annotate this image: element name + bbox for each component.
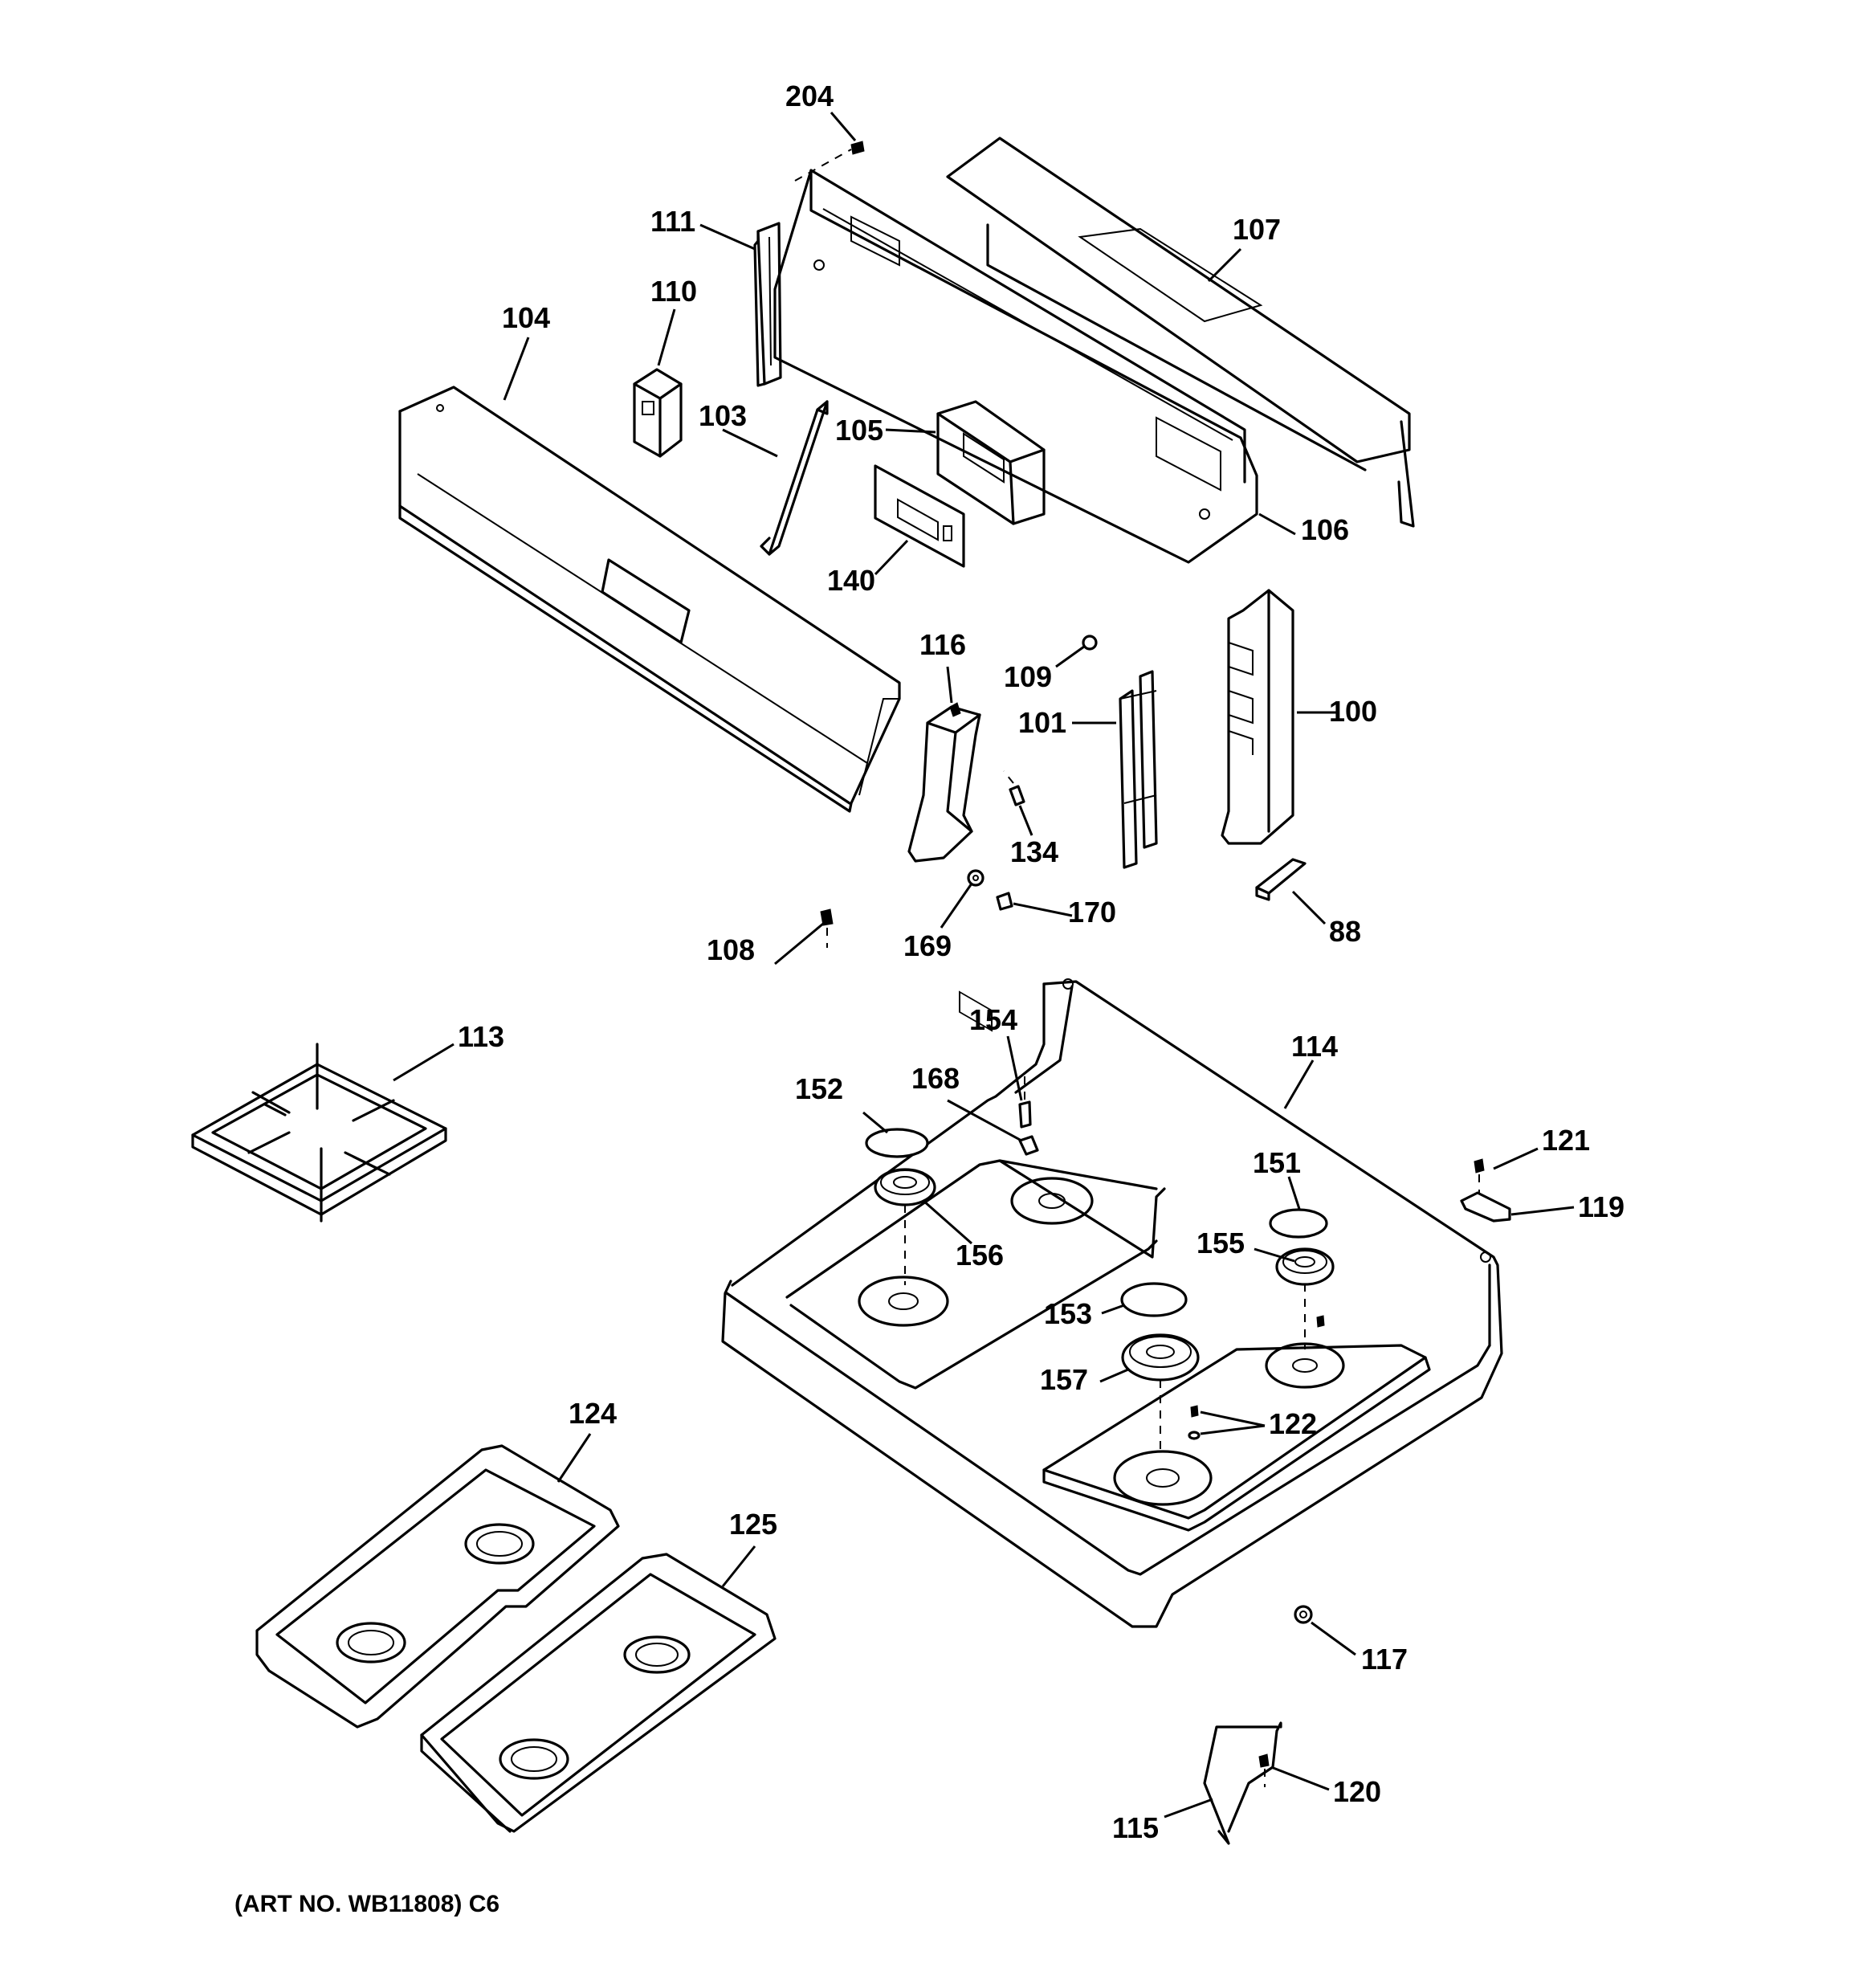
callout-111: 111 — [650, 205, 695, 238]
callout-140: 140 — [827, 564, 875, 597]
callout-117: 117 — [1361, 1643, 1408, 1676]
callout-120: 120 — [1333, 1775, 1381, 1808]
part-115-rod — [1203, 1721, 1282, 1845]
callout-107: 107 — [1233, 213, 1281, 246]
callout-153: 153 — [1044, 1297, 1092, 1330]
part-104-control-panel — [398, 386, 901, 813]
part-119-hinge-bracket — [1460, 1191, 1511, 1223]
part-122-screws — [1188, 1315, 1325, 1440]
art-number-caption: (ART NO. WB11808) C6 — [234, 1891, 499, 1917]
part-101-bracket — [1119, 670, 1158, 869]
callout-115: 115 — [1112, 1811, 1159, 1844]
washer-169 — [967, 869, 984, 887]
callout-134: 134 — [1010, 835, 1058, 868]
callout-156: 156 — [956, 1239, 1004, 1272]
part-111-side-bracket — [753, 222, 782, 387]
part-157-burner-head — [1121, 1333, 1200, 1454]
callout-104: 104 — [502, 301, 550, 334]
callout-109: 109 — [1004, 660, 1052, 693]
callout-114: 114 — [1291, 1030, 1338, 1063]
part-124-drip-pan — [255, 1444, 620, 1729]
part-110-ignition-module — [633, 368, 683, 458]
callout-157: 157 — [1040, 1363, 1088, 1396]
callout-103: 103 — [699, 399, 747, 432]
callout-121: 121 — [1542, 1124, 1590, 1157]
burner-port-right-rear — [1265, 1342, 1345, 1389]
burner-port-left-rear — [1010, 1177, 1094, 1225]
part-168-clip — [1018, 1135, 1039, 1156]
callout-88: 88 — [1329, 915, 1361, 948]
screw-108 — [820, 908, 834, 948]
callout-151: 151 — [1253, 1146, 1301, 1179]
part-125-drip-pan — [420, 1553, 777, 1833]
callout-116: 116 — [919, 628, 966, 661]
part-155-burner-head — [1275, 1247, 1335, 1349]
part-105-oven-control — [936, 400, 1046, 1032]
part-151-burner-cap — [1269, 1208, 1328, 1239]
callout-119: 119 — [1578, 1190, 1625, 1223]
leader-lines — [393, 112, 1575, 1819]
callout-105: 105 — [835, 414, 883, 447]
burner-port-right-front — [1113, 1450, 1213, 1506]
screw-204 — [794, 141, 865, 182]
screw-134 — [1003, 770, 1025, 806]
part-156-burner-head — [874, 1168, 936, 1285]
part-140-control-overlay — [874, 464, 965, 568]
burner-port-left-front — [858, 1276, 949, 1327]
part-152-burner-cap — [865, 1128, 929, 1158]
callout-100: 100 — [1329, 695, 1377, 728]
part-107-top-cover — [946, 137, 1415, 528]
callout-204: 204 — [785, 80, 834, 112]
callout-154: 154 — [969, 1003, 1017, 1036]
part-88-small-bracket — [1255, 858, 1307, 901]
callout-125: 125 — [729, 1508, 777, 1541]
callout-101: 101 — [1018, 706, 1066, 739]
part-121-screw — [1474, 1158, 1485, 1193]
part-153-burner-cap — [1120, 1282, 1188, 1317]
callout-108: 108 — [707, 933, 755, 966]
callout-106: 106 — [1301, 513, 1349, 546]
callout-113: 113 — [458, 1020, 504, 1053]
callout-170: 170 — [1068, 896, 1116, 929]
callout-122: 122 — [1269, 1407, 1317, 1440]
part-106-backguard-frame — [773, 169, 1258, 564]
callout-152: 152 — [795, 1072, 843, 1105]
nut-109 — [1082, 635, 1098, 651]
part-120-screw — [1258, 1753, 1270, 1787]
part-116-end-cap — [907, 702, 981, 863]
callout-110: 110 — [650, 275, 697, 308]
part-117-nut — [1294, 1605, 1313, 1624]
part-154-electrode — [1018, 1076, 1032, 1129]
callout-169: 169 — [903, 929, 952, 962]
part-100-side-trim — [1221, 589, 1294, 845]
callout-labels: 204 111 110 107 104 103 105 106 140 116 … — [234, 80, 1625, 1917]
callout-124: 124 — [569, 1397, 617, 1430]
callout-155: 155 — [1196, 1227, 1245, 1259]
part-103-brace — [760, 400, 829, 556]
screw-170 — [996, 892, 1013, 911]
part-113-burner-grate — [191, 1043, 447, 1223]
callout-168: 168 — [911, 1062, 960, 1095]
part-114-cooktop — [721, 978, 1503, 1628]
